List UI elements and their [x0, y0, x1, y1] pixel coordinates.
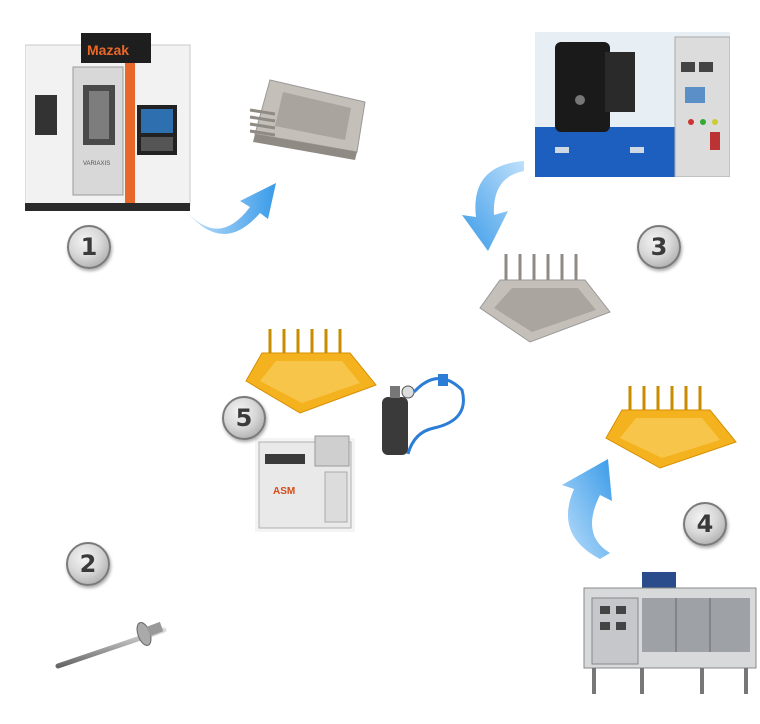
welder-machine-image: ASM	[255, 432, 355, 532]
step-badge-1: 1	[67, 225, 111, 269]
process-arrow-3	[450, 155, 530, 255]
step-badge-5: 5	[222, 396, 266, 440]
finished-part-orange-5	[240, 325, 380, 415]
furnace-image	[535, 32, 730, 177]
process-arrow-4	[550, 455, 625, 565]
process-arrow-1	[180, 175, 280, 245]
machined-part-gray	[245, 72, 380, 167]
finished-part-orange-4	[600, 382, 740, 470]
cnc-model-label: VARIAXIS	[83, 161, 110, 167]
welder-brand-label: ASM	[273, 486, 295, 497]
brazed-part-gray	[470, 250, 615, 350]
cnc-brand-label: Mazak	[87, 42, 129, 58]
rod-pin-image	[52, 612, 182, 674]
step-badge-2: 2	[66, 542, 110, 586]
cnc-machine-image: Mazak VARIAXIS	[25, 25, 195, 215]
step-badge-3: 3	[637, 225, 681, 269]
gas-cylinder-image	[378, 372, 473, 457]
step-badge-4: 4	[683, 502, 727, 546]
curing-oven-image	[580, 570, 760, 700]
